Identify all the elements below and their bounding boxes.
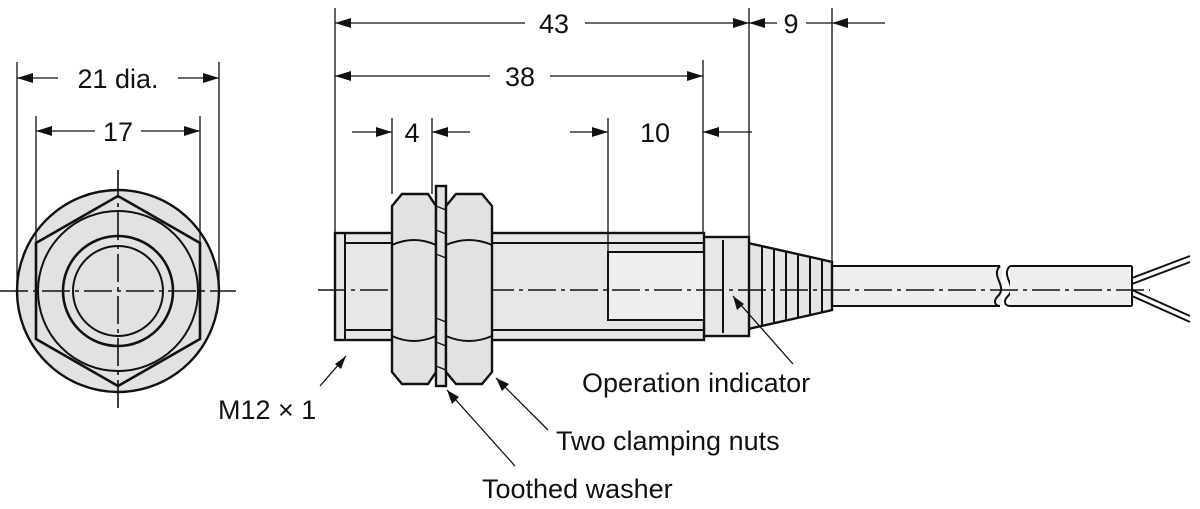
dim9-arrow-left (749, 18, 765, 28)
side-view: 43 9 38 4 10 M12 (218, 8, 1191, 504)
indicator-leader (732, 295, 794, 365)
thread-callout: M12 × 1 (218, 395, 316, 425)
dia21-arrow-right (203, 73, 219, 83)
thread-leader-arrow (335, 356, 346, 369)
dim38-arrow-right (687, 71, 703, 81)
dim4-arrow-left (376, 127, 392, 137)
af17-label: 17 (103, 117, 133, 147)
strain-relief-ribs (761, 247, 823, 326)
cable-break-mark-right (1003, 265, 1013, 307)
nuts-leader-arrow (496, 378, 509, 391)
dia21-arrow-left (17, 73, 33, 83)
toothed-washer-callout: Toothed washer (482, 474, 673, 504)
dim9-arrow-right (832, 18, 848, 28)
dim38-label: 38 (505, 62, 535, 92)
operation-indicator-window (607, 251, 705, 321)
dim10-arrow-right (703, 127, 719, 137)
cable-break-mark-left (993, 265, 1003, 307)
cable-wire-lower (1131, 289, 1191, 323)
dim43-label: 43 (539, 9, 569, 39)
body-rear-collar (701, 235, 751, 338)
clamping-nut-left (390, 192, 438, 386)
dim9-label: 9 (783, 9, 798, 39)
af17-arrow-left (36, 126, 52, 136)
strain-relief-boot (746, 241, 834, 331)
dia21-label: 21 dia. (77, 64, 158, 94)
front-view: 21 dia. 17 (0, 62, 236, 408)
toothed-washer (434, 184, 448, 388)
cable-left-segment (832, 266, 1002, 306)
dim10-label: 10 (640, 118, 670, 148)
dim43-arrow-right (733, 18, 749, 28)
dim43-arrow-left (335, 18, 351, 28)
indicator-leader-arrow (733, 296, 744, 310)
operation-indicator-callout: Operation indicator (582, 368, 810, 398)
af17-arrow-right (184, 126, 200, 136)
dim10-arrow-left (592, 127, 608, 137)
washer-leader (446, 389, 516, 467)
cable-right-segment (1010, 266, 1130, 306)
dim38-arrow-left (335, 71, 351, 81)
clamping-nuts-callout: Two clamping nuts (556, 426, 780, 456)
cable-wire-upper (1131, 255, 1191, 285)
dim4-label: 4 (404, 118, 419, 148)
dim4-arrow-right (432, 127, 448, 137)
washer-leader-arrow (447, 390, 459, 404)
clamping-nut-right (444, 192, 494, 386)
